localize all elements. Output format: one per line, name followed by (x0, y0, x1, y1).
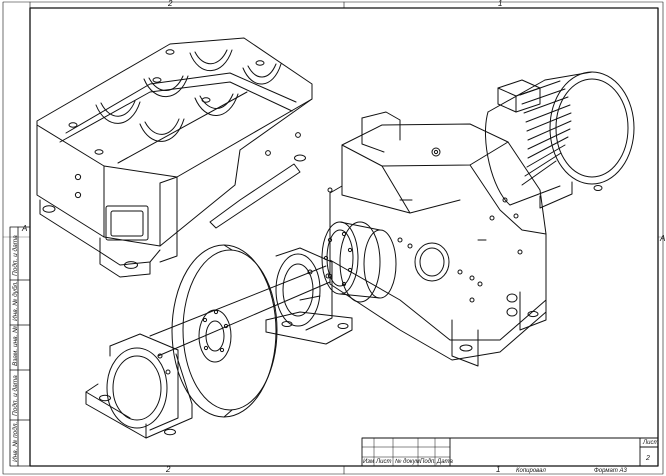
right-zone-a: A (660, 234, 666, 243)
gearbox-housing (36, 37, 313, 278)
tb-nomer-dokum: № докум. (395, 459, 422, 465)
left-zone-a: A (22, 224, 28, 233)
side-label-podp-data-1: Подп. и дата (12, 375, 19, 416)
reducer-assembly (327, 111, 547, 367)
tb-format: Формат А3 (594, 468, 627, 474)
tb-sheet-label: Лист (643, 440, 659, 446)
side-label-inv-podl: Инв. № подл. (12, 421, 19, 462)
side-stamp (9, 226, 31, 467)
tb-izm: Изм (363, 459, 375, 465)
tb-podp: Подп. (420, 459, 436, 465)
tb-sheet-number: 2 (646, 455, 650, 462)
bottom-zone-2: 2 (166, 465, 171, 474)
side-label-podp-data-2: Подп. и дата (12, 235, 19, 276)
top-zone-1: 1 (498, 0, 503, 8)
tb-data: Дата (437, 459, 453, 465)
tb-list: Лист (376, 459, 392, 465)
top-zone-2: 2 (168, 0, 173, 8)
title-block-frame (361, 437, 659, 467)
side-label-inv-dubl: Инв. № дубл. (12, 281, 19, 321)
side-label-vzam-inv: Взам. инв. № (12, 325, 19, 366)
pillow-block-right (265, 247, 353, 345)
bottom-zone-1: 1 (496, 465, 501, 474)
electric-motor (485, 71, 635, 209)
tb-copied: Копировал (516, 468, 546, 474)
pillow-block-left (85, 333, 193, 439)
shaft-with-disc (149, 244, 331, 418)
